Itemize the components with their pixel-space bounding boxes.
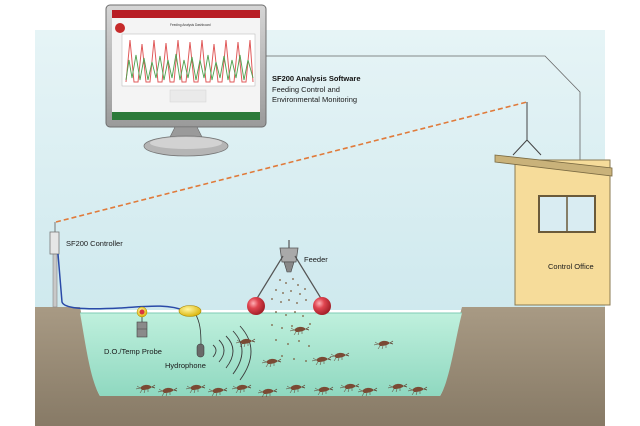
sound-wave-3 [225,335,234,369]
probe-icon [136,321,148,338]
feed-pellets [271,278,311,362]
screen-form-area [169,89,207,103]
probe-label: D.O./Temp Probe [104,347,162,356]
controller [49,222,60,308]
pellet [292,278,294,280]
pellet [296,302,298,304]
ground-soil [35,307,605,426]
pellet [281,327,283,329]
pellet [290,290,292,292]
pellet [288,299,290,301]
pellet [309,323,311,325]
pellet [285,314,287,316]
feeder-float-right-icon [313,297,331,315]
office-antenna [512,102,542,156]
pellet [279,279,281,281]
app-logo-icon [115,23,125,33]
office-label: Control Office [548,262,594,271]
pellet [275,311,277,313]
hydrophone-float-icon [178,305,202,317]
monitor-stand [169,126,203,138]
feeder-spreader [283,261,295,273]
pellet [294,311,296,313]
sound-waves [212,325,252,381]
network-cable [266,55,581,180]
pellet [280,301,282,303]
feeder [247,240,331,315]
pellet [293,358,295,360]
software-title: SF200 Analysis Software [272,74,361,83]
pellet [297,284,299,286]
pellet [275,289,277,291]
screen-taskbar [112,112,260,120]
pellet [299,293,301,295]
software-line2: Environmental Monitoring [272,95,357,104]
pellet [305,299,307,301]
sound-wave-5 [239,325,252,381]
sound-wave-1 [212,344,217,358]
office-roof [494,154,613,177]
probe-float-red [139,309,145,315]
controller-label: SF200 Controller [66,239,123,248]
feeder-label: Feeder [304,255,328,264]
control-office [494,102,613,306]
chart-green-series [125,53,254,81]
feeder-float-left-icon [247,297,265,315]
pellet [282,292,284,294]
pellet [285,282,287,284]
wireless-link [55,101,528,223]
pellet [308,345,310,347]
pellet [305,360,307,362]
monitor-base-top [150,137,222,149]
feeder-hopper [279,247,299,263]
hydrophone-label: Hydrophone [165,361,206,370]
pellet [271,324,273,326]
sound-wave-4 [232,330,243,375]
pellet [304,288,306,290]
monitor: Feeding Analysis Dashboard [105,4,267,157]
hydrophone-icon [196,343,205,358]
pellet [281,355,283,357]
screen-header: Feeding Analysis Dashboard [170,23,211,27]
pellet [287,343,289,345]
pond-water [80,313,462,396]
sound-wave-2 [218,339,225,363]
pellet [271,298,273,300]
screen-topbar [112,10,260,18]
pellet [298,340,300,342]
software-line1: Feeding Control and [272,85,340,94]
sensor-cable [57,253,186,312]
chart-red-series [125,39,254,83]
feeder-frame [255,255,323,301]
pellet [275,339,277,341]
pellet [302,315,304,317]
pellet [291,325,293,327]
controller-box [49,231,60,255]
